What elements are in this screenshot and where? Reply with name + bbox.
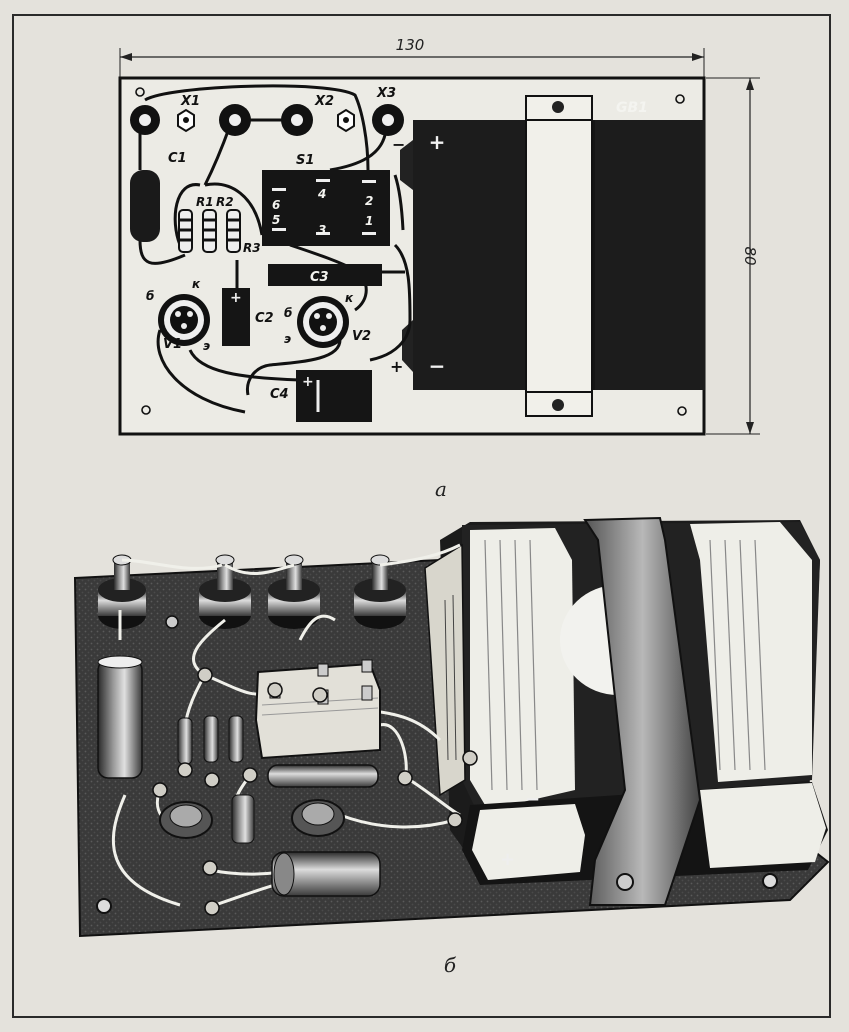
plate-hole-right xyxy=(762,873,778,889)
label-c2: C2 xyxy=(255,311,274,326)
c2-plus-mark: + xyxy=(230,290,242,306)
switch-contact-6: 6 xyxy=(272,198,280,212)
resistor-r1 xyxy=(178,209,193,253)
battery-plus-mark: + xyxy=(429,130,446,154)
jack-4 xyxy=(372,104,404,136)
label-v2: V2 xyxy=(352,329,371,344)
v1-base-pin: б xyxy=(146,289,154,303)
transistors-3d xyxy=(159,799,345,839)
battery-gb1: + − GB1 xyxy=(400,95,705,417)
battery-strap xyxy=(583,516,702,906)
resistor-r2 xyxy=(202,209,217,253)
height-dimension-label: 80 xyxy=(741,246,759,265)
width-dimension: 130 xyxy=(119,36,705,78)
v1-emitter-pin: э xyxy=(203,339,210,353)
switch-contact-3: 3 xyxy=(318,223,326,237)
v2-base-pin: б xyxy=(284,306,292,320)
battery-minus-mark: − xyxy=(429,354,446,378)
label-r1: R1 xyxy=(196,195,214,209)
v2-emitter-pin: э xyxy=(284,332,291,346)
c4-plus-mark: + xyxy=(302,374,314,390)
figure-frame xyxy=(12,14,831,1018)
jack-1 xyxy=(130,105,160,135)
post-1 xyxy=(98,554,146,629)
jack-2 xyxy=(219,104,251,136)
label-c4: C4 xyxy=(270,387,289,402)
resistors-3d xyxy=(177,715,244,765)
jack-3 xyxy=(281,104,313,136)
resistors-top: R1 R2 R3 xyxy=(178,195,261,255)
strap-screw xyxy=(616,873,634,891)
switch-contact-1: 1 xyxy=(365,214,373,228)
top-view-drawing: 130 80 xyxy=(118,36,760,501)
solder-points xyxy=(152,667,478,916)
width-dimension-label: 130 xyxy=(396,36,425,54)
label-c1: C1 xyxy=(168,151,187,166)
perspective-drawing: + − xyxy=(73,516,830,977)
terminal-jacks-top: X1 X2 X3 xyxy=(130,86,404,136)
label-s1: S1 xyxy=(296,153,314,168)
board-minus-mark: − xyxy=(392,135,405,154)
capacitor-c1: C1 xyxy=(130,151,187,242)
resistor-r3 xyxy=(226,209,241,253)
capacitor-c2-3d xyxy=(231,794,255,844)
label-x2: X2 xyxy=(314,94,334,109)
label-x3: X3 xyxy=(376,86,396,101)
capacitor-c3-3d xyxy=(267,764,379,788)
mounting-holes xyxy=(135,87,687,416)
height-dimension: 80 xyxy=(706,77,760,435)
battery-minus-mark-3d: − xyxy=(525,789,540,810)
switch-3d xyxy=(254,659,381,760)
v2-collector-pin: к xyxy=(345,291,354,305)
capacitor-c2: + C2 xyxy=(222,288,274,346)
transistor-v1: V1 б к э xyxy=(146,277,210,353)
transistor-v2: V2 б к э xyxy=(284,291,371,348)
capacitor-c1-3d xyxy=(97,655,143,779)
board-plus-mark: + xyxy=(390,357,403,376)
plate-hole-left xyxy=(96,898,112,914)
caption-b: б xyxy=(444,953,457,977)
label-r2: R2 xyxy=(216,195,234,209)
label-c3: C3 xyxy=(310,270,329,285)
capacitor-c3: C3 xyxy=(268,264,382,286)
post-4 xyxy=(354,554,406,629)
capacitor-c4-3d xyxy=(271,851,381,897)
caption-a: а xyxy=(435,477,447,501)
label-x1: X1 xyxy=(180,94,200,109)
switch-contact-2: 2 xyxy=(365,194,373,208)
switch-contact-5: 5 xyxy=(272,213,280,227)
label-v1: V1 xyxy=(163,337,182,352)
board-wires xyxy=(138,84,412,414)
plate-screw xyxy=(165,615,179,629)
binding-posts xyxy=(98,554,406,629)
switch-s1: S1 2 1 4 3 6 5 xyxy=(262,153,390,246)
label-gb1: GB1 xyxy=(616,100,648,116)
battery-block: + − xyxy=(424,516,828,906)
battery-plus-mark-3d: + xyxy=(500,849,515,870)
v1-collector-pin: к xyxy=(192,277,201,291)
switch-contact-4: 4 xyxy=(317,187,326,201)
post-3 xyxy=(268,554,320,629)
label-r3: R3 xyxy=(243,241,261,255)
capacitor-c4: + C4 xyxy=(270,370,372,422)
